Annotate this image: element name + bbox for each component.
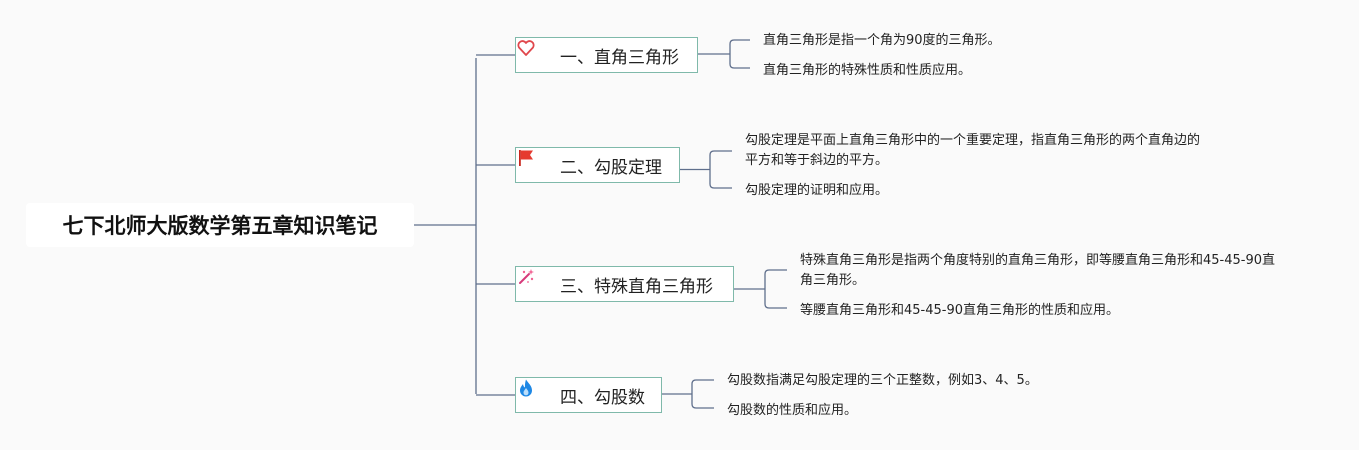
branch-label: 一、直角三角形	[560, 47, 679, 68]
branch-label: 二、勾股定理	[560, 157, 662, 178]
branch-pythagorean-theorem[interactable]: 二、勾股定理	[515, 147, 680, 183]
heart-icon	[517, 40, 552, 65]
note-pythagorean-definition[interactable]: 勾股定理是平面上直角三角形中的一个重要定理，指直角三角形的两个直角边的 平方和等…	[745, 133, 1201, 168]
branch-label: 四、勾股数	[560, 387, 645, 408]
leaf-bracket	[709, 150, 732, 189]
note-special-triangle-definition[interactable]: 特殊直角三角形是指两个角度特别的直角三角形，即等腰直角三角形和45-45-90直…	[800, 253, 1276, 288]
note-special-triangle-properties[interactable]: 等腰直角三角形和45-45-90直角三角形的性质和应用。	[800, 303, 1120, 318]
note-right-triangle-definition[interactable]: 直角三角形是指一个角为90度的三角形。	[763, 33, 1001, 48]
root-topic[interactable]: 七下北师大版数学第五章知识笔记	[26, 203, 414, 247]
note-right-triangle-properties[interactable]: 直角三角形的特殊性质和性质应用。	[763, 63, 972, 78]
leaf-bracket	[729, 39, 750, 69]
flag-icon	[519, 150, 552, 175]
leaf-bracket	[764, 269, 787, 309]
branch-label: 三、特殊直角三角形	[560, 276, 713, 297]
sparkle-icon	[519, 269, 552, 294]
leaf-bracket	[691, 379, 714, 409]
note-pythagorean-proof[interactable]: 勾股定理的证明和应用。	[745, 183, 889, 198]
branch-right-triangle[interactable]: 一、直角三角形	[515, 37, 698, 73]
branch-special-right-triangle[interactable]: 三、特殊直角三角形	[515, 266, 734, 302]
note-pythagorean-triples-definition[interactable]: 勾股数指满足勾股定理的三个正整数，例如3、4、5。	[727, 373, 1038, 388]
fire-icon	[520, 379, 552, 405]
note-pythagorean-triples-properties[interactable]: 勾股数的性质和应用。	[727, 403, 858, 418]
branch-pythagorean-triples[interactable]: 四、勾股数	[515, 377, 662, 413]
root-title: 七下北师大版数学第五章知识笔记	[62, 214, 378, 238]
